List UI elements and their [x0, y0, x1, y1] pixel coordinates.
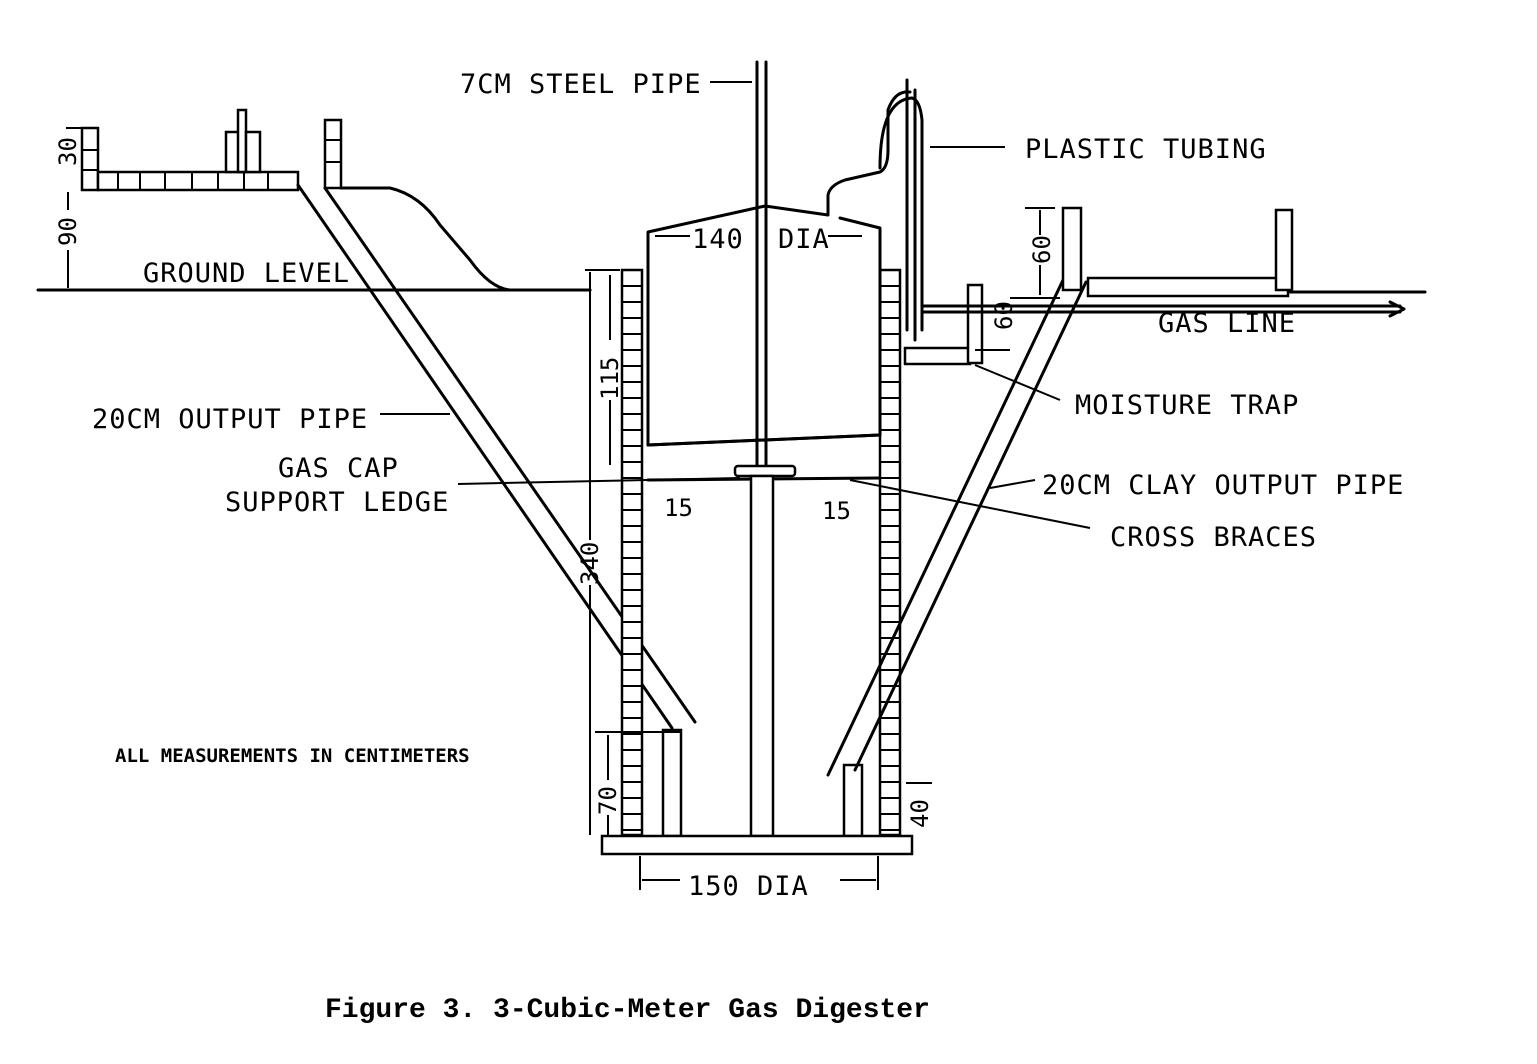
dim-60-wall: 60: [1028, 235, 1056, 264]
dim-90-label: 90: [54, 217, 82, 246]
leader-lines: [380, 81, 1091, 529]
dimension-lines: [585, 207, 1060, 890]
dim-70: 70: [594, 786, 622, 815]
label-moisture-trap: MOISTURE TRAP: [1075, 390, 1299, 421]
label-gas-cap: GAS CAP: [278, 453, 399, 484]
label-steel-pipe: 7CM STEEL PIPE: [460, 69, 702, 100]
pipe-base-plate: [733, 464, 797, 478]
dim-15-left: 15: [664, 494, 693, 522]
dim-140: 140: [692, 224, 744, 255]
label-support-ledge: SUPPORT LEDGE: [225, 487, 449, 518]
label-gas-line: GAS LINE: [1158, 308, 1296, 339]
label-clay-output-pipe: 20CM CLAY OUTPUT PIPE: [1042, 470, 1404, 501]
label-ground-level: GROUND LEVEL: [143, 258, 350, 289]
measurement-note: ALL MEASUREMENTS IN CENTIMETERS: [115, 745, 470, 767]
dim-150-dia: 150 DIA: [688, 871, 809, 902]
ground-slope: [339, 186, 592, 292]
central-column: [749, 474, 775, 838]
dim-left-height: [66, 127, 82, 288]
label-output-pipe: 20CM OUTPUT PIPE: [92, 404, 368, 435]
base-slab: [600, 834, 914, 856]
dim-340: 340: [576, 542, 604, 585]
moisture-trap: [903, 283, 984, 366]
inner-right-wall: [842, 763, 864, 838]
right-outlet-platform: [1061, 206, 1427, 298]
left-inlet-platform: [80, 108, 343, 192]
label-cross-braces: CROSS BRACES: [1110, 522, 1317, 553]
steel-pipe: [755, 60, 768, 474]
dim-dia: DIA: [778, 224, 830, 255]
gas-cap: [646, 90, 912, 447]
right-clay-output-pipe: [826, 276, 1088, 777]
figure-caption: Figure 3. 3-Cubic-Meter Gas Digester: [325, 995, 930, 1026]
label-plastic-tubing: PLASTIC TUBING: [1025, 134, 1267, 165]
dim-15-right: 15: [822, 497, 851, 525]
dim-40: 40: [906, 799, 934, 828]
dim-60-trap: 60: [990, 301, 1018, 330]
plastic-tubing: [878, 78, 924, 342]
dim-30-label: 30: [54, 137, 82, 166]
dim-115: 115: [596, 357, 624, 400]
inner-left-wall: [661, 728, 683, 838]
gas-line: [920, 300, 1406, 318]
